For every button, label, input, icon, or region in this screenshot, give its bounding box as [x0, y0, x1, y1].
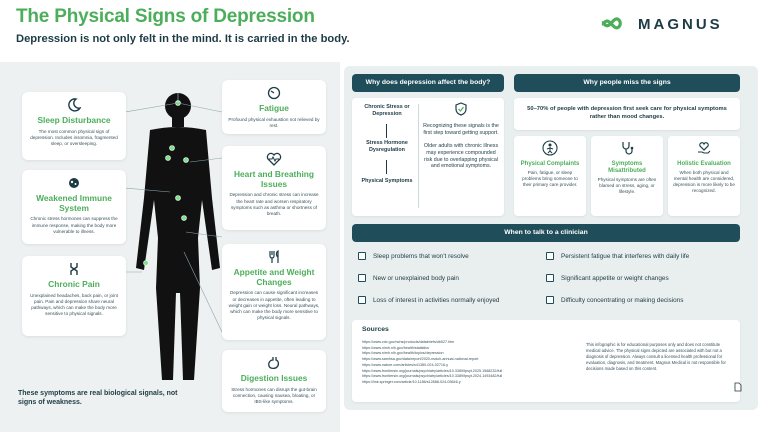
checkbox[interactable] — [546, 296, 554, 304]
source-link[interactable]: https://www.frontiersin.org/journals/psy… — [362, 368, 503, 373]
card-title: Fatigue — [259, 103, 289, 113]
miss-item-title: Physical Complaints — [520, 161, 580, 167]
shield-check-icon — [455, 102, 467, 116]
older-adults-text: Older adults with chronic illness may ex… — [423, 142, 499, 170]
flow-step-3: Physical Symptoms — [361, 178, 413, 184]
card-appetite-weight: Appetite and Weight Changes Depression c… — [222, 244, 326, 340]
sources-list: https://www.cdc.gov/nchs/products/databr… — [362, 340, 582, 386]
checklist-item: Sleep problems that won't resolve — [358, 252, 469, 260]
source-link[interactable]: https://link.springer.com/article/10.118… — [362, 380, 461, 385]
why-heading: Why does depression affect the body? — [352, 74, 504, 92]
gauge-icon — [267, 86, 281, 100]
checkbox[interactable] — [546, 252, 554, 260]
brand-logo: MAGNUS — [598, 14, 723, 34]
checklist-label: Persistent fatigue that interferes with … — [561, 252, 690, 260]
why-flow-box: Chronic Stress or Depression Stress Horm… — [352, 98, 504, 216]
card-title: Chronic Pain — [48, 279, 100, 289]
miss-item-holistic: Holistic Evaluation When both physical a… — [668, 136, 740, 216]
card-digestion: Digestion Issues Stress hormones can dis… — [222, 350, 326, 412]
moon-icon — [68, 98, 81, 112]
card-text: Depression and chronic stress can increa… — [229, 192, 319, 216]
checklist-label: Sleep problems that won't resolve — [373, 252, 469, 260]
miss-item-title: Holistic Evaluation — [677, 161, 731, 167]
flow-step-2: Stress Hormone Dysregulation — [366, 140, 408, 154]
card-chronic-pain: Chronic Pain Unexplained headaches, back… — [22, 256, 126, 336]
flow-arrow — [386, 160, 387, 174]
miss-item-text: Pain, fatigue, or sleep problems bring s… — [522, 169, 578, 188]
card-sleep: Sleep Disturbance The most common physic… — [22, 92, 126, 160]
source-link[interactable]: https://www.cdc.gov/nchs/products/databr… — [362, 340, 455, 344]
miss-item-text: Physical symptoms are often blamed on st… — [597, 176, 657, 195]
source-link[interactable]: https://www.nature.com/articles/s41380-0… — [362, 362, 449, 367]
card-text: Unexplained headaches, back pain, or joi… — [30, 292, 118, 317]
page-title: The Physical Signs of Depression — [16, 6, 315, 27]
heartbeat-icon — [266, 152, 282, 166]
recognize-text: Recognizing these signals is the first s… — [423, 123, 499, 136]
stomach-icon — [268, 357, 280, 370]
checklist-item: Difficulty concentrating or making decis… — [546, 296, 683, 304]
stethoscope-icon — [622, 142, 634, 155]
card-text: Profound physical exhaustion not relieve… — [228, 116, 320, 128]
checkbox[interactable] — [546, 274, 554, 282]
card-immune: Weakened Immune System Chronic stress ho… — [22, 170, 126, 244]
connector-lines — [124, 102, 223, 333]
card-text: Depression can cause significant increas… — [228, 290, 320, 321]
recognize-block: Recognizing these signals is the first s… — [422, 102, 500, 170]
checkbox[interactable] — [358, 274, 366, 282]
card-title: Digestion Issues — [240, 373, 308, 383]
checkbox[interactable] — [358, 296, 366, 304]
card-title: Heart and Breathing Issues — [233, 169, 315, 189]
card-text: Chronic stress hormones can suppress the… — [30, 216, 118, 234]
source-link[interactable]: https://www.nimh.nih.gov/health/topics/d… — [362, 351, 444, 356]
document-icon — [734, 382, 742, 392]
miss-heading: Why people miss the signs — [514, 74, 740, 92]
miss-item-misattributed: Symptoms Misattributed Physical symptoms… — [591, 136, 663, 216]
checklist-item: Significant appetite or weight changes — [546, 274, 669, 282]
checklist-item: Persistent fatigue that interferes with … — [546, 252, 689, 260]
card-fatigue: Fatigue Profound physical exhaustion not… — [222, 80, 326, 134]
card-title: Appetite and Weight Changes — [233, 267, 315, 287]
sources-box: Sources https://www.cdc.gov/nchs/product… — [352, 320, 742, 402]
sources-heading: Sources — [362, 326, 389, 333]
flow-step-1: Chronic Stress or Depression — [364, 104, 410, 118]
card-heart-breathing: Heart and Breathing Issues Depression an… — [222, 146, 326, 230]
infinity-logo-icon — [601, 17, 622, 30]
page-subtitle: Depression is not only felt in the mind.… — [16, 33, 350, 45]
joint-icon — [70, 263, 78, 275]
info-panel: Why does depression affect the body? Why… — [344, 66, 758, 410]
stat-text: 50–70% of people with depression first s… — [527, 106, 727, 120]
flow-arrow — [386, 124, 387, 138]
disclaimer: This infographic is for educational purp… — [586, 342, 726, 372]
source-link[interactable]: https://www.nimh.nih.gov/health/statisti… — [362, 345, 430, 350]
footer-note: These symptoms are real biological signa… — [18, 390, 178, 407]
checkbox[interactable] — [358, 252, 366, 260]
checklist-item: New or unexplained body pain — [358, 274, 459, 282]
human-body-silhouette — [136, 93, 220, 380]
source-link[interactable]: https://www.samhsa.gov/data/report/2020-… — [362, 357, 479, 362]
brand-name: MAGNUS — [638, 15, 723, 33]
fork-knife-icon — [269, 250, 279, 263]
checklist-label: Difficulty concentrating or making decis… — [561, 296, 684, 304]
miss-item-title: Symptoms Misattributed — [608, 161, 646, 174]
divider — [418, 104, 419, 208]
heart-hand-icon — [698, 142, 711, 154]
checklist-label: New or unexplained body pain — [373, 274, 459, 282]
stat-box: 50–70% of people with depression first s… — [514, 98, 740, 130]
virus-icon — [69, 178, 79, 188]
checklist-label: Loss of interest in activities normally … — [373, 296, 500, 304]
miss-item-physical: Physical Complaints Pain, fatigue, or sl… — [514, 136, 586, 216]
miss-item-text: When both physical and mental health are… — [673, 169, 735, 194]
card-text: The most common physical sign of depress… — [30, 128, 118, 147]
checklist-item: Loss of interest in activities normally … — [358, 296, 499, 304]
card-text: Stress hormones can disrupt the gut-brai… — [231, 386, 317, 405]
source-link[interactable]: https://www.frontiersin.org/journals/psy… — [362, 374, 503, 379]
card-title: Weakened Immune System — [36, 193, 112, 213]
clinician-heading: When to talk to a clinician — [352, 224, 740, 242]
person-icon — [542, 140, 558, 156]
checklist-label: Significant appetite or weight changes — [561, 274, 669, 282]
card-title: Sleep Disturbance — [37, 115, 111, 125]
